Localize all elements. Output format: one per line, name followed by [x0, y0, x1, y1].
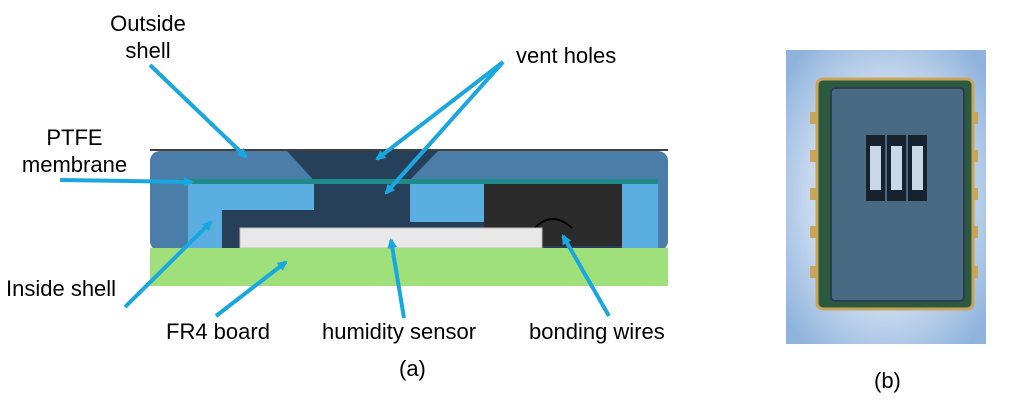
caption-b: (b): [874, 368, 901, 393]
arrow-vent-holes-1: [375, 60, 505, 161]
label-inside-shell: Inside shell: [6, 276, 117, 301]
arrow-vent-holes-2: [384, 60, 505, 195]
cross-section: [150, 149, 668, 286]
arrow-humidity-sensor: [387, 238, 406, 319]
arrow-ptfe-membrane: [59, 176, 194, 187]
inside-shell-right: [622, 184, 658, 248]
bonding-wire: [534, 218, 573, 229]
ptfe-membrane-shape: [178, 179, 658, 184]
arrow-inside-shell: [123, 220, 213, 309]
inside-shell-step: [222, 184, 314, 210]
arrow-fr4-board: [214, 260, 288, 318]
caption-a: (a): [399, 356, 426, 381]
label-ptfe-membrane: PTFE membrane: [21, 125, 128, 177]
label-vent-holes: vent holes: [516, 43, 617, 68]
label-humidity-sensor: humidity sensor: [322, 319, 477, 344]
chip-photo: [786, 50, 986, 344]
vent-windows: [866, 135, 927, 201]
arrow-outside-shell: [148, 63, 248, 159]
label-fr4-board: FR4 board: [166, 319, 270, 344]
label-outside-shell: Outside shell: [110, 11, 186, 63]
annotation-arrows: [59, 60, 611, 319]
label-bonding-wires: bonding wires: [529, 319, 665, 344]
inside-shell-block: [410, 184, 484, 222]
arrow-bonding-wires: [561, 234, 611, 317]
